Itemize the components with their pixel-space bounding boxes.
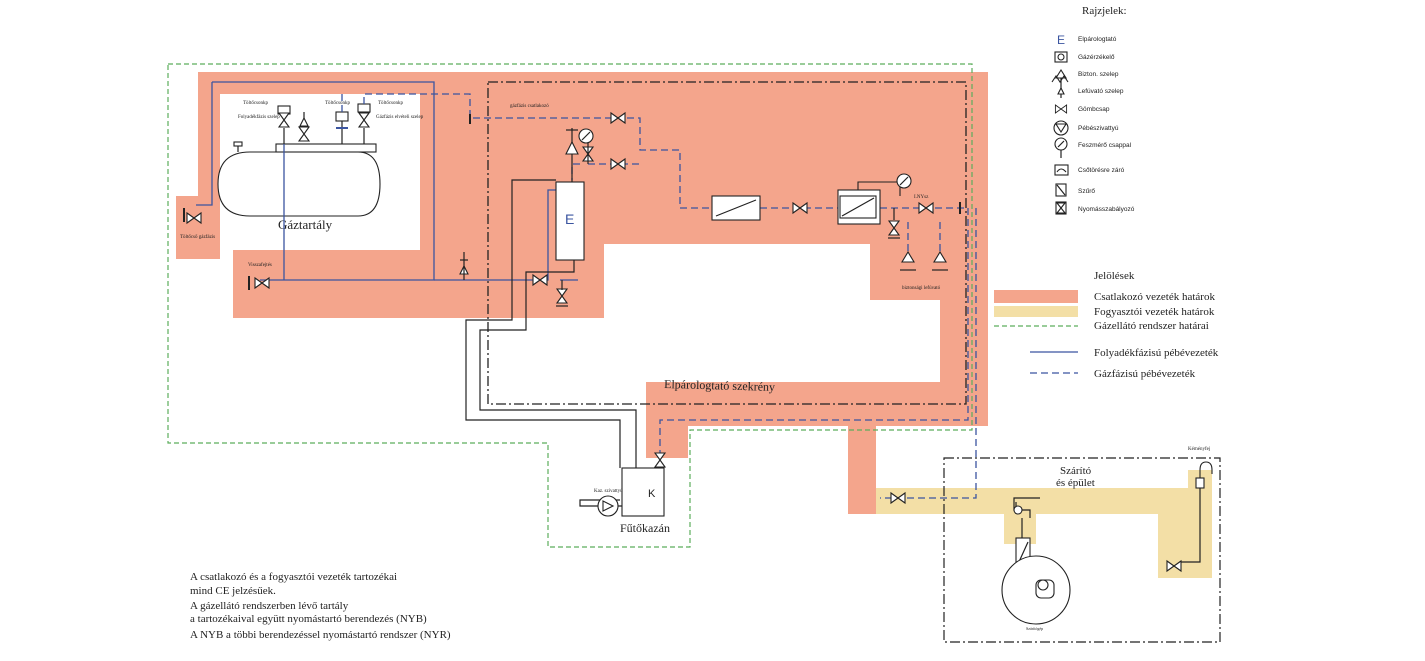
evaporator-cabinet bbox=[487, 81, 967, 405]
legend-gas-pipe: Gázfázisú pébévezeték bbox=[1094, 368, 1196, 380]
legend-system-boundary: Gázellátó rendszer határai bbox=[1094, 320, 1209, 332]
boiler-label: Fűtőkazán bbox=[620, 521, 670, 535]
symbol-legend: Rajzjelek: E Elpárologtató Gázérzékelő B… bbox=[1051, 5, 1135, 215]
regulator-label: I.NYsz bbox=[914, 195, 929, 200]
note-line-3: A gázellátó rendszerben lévő tartály bbox=[190, 600, 349, 612]
tank-valve-right-label: Töltőcsonkp bbox=[378, 101, 403, 106]
tank-valve-mid-label: Töltőcsonkp bbox=[325, 101, 350, 106]
legend-consumer-pipe: Fogyasztói vezeték határok bbox=[1094, 306, 1215, 318]
liquid-phase-pipes bbox=[196, 81, 578, 281]
legend-gas-detector: Gázérzékelő bbox=[1078, 54, 1115, 61]
pipe-break-valve-icon bbox=[1054, 164, 1069, 176]
liquid-valve-label: Folyadékfázis szelep bbox=[238, 115, 280, 120]
pressure-gauge-icon bbox=[1054, 137, 1068, 158]
burner-label: Szárítógép bbox=[1026, 626, 1043, 631]
filter-icon bbox=[1055, 183, 1067, 197]
consumer-pipe-swatch bbox=[994, 306, 1078, 317]
legend-evaporator: Elpárologtató bbox=[1078, 36, 1117, 43]
tank-valve-left-label: Töltőcsonkp bbox=[243, 101, 268, 106]
legend-filter: Szűrő bbox=[1078, 188, 1095, 195]
line-legend: Jelölések Csatlakozó vezeték határok Fog… bbox=[994, 270, 1219, 380]
legend-pipe-break-valve: Csőtörésre záró bbox=[1078, 167, 1125, 174]
evaporator: E bbox=[555, 181, 585, 261]
legend-pressure-regulator: Nyomásszabályozó bbox=[1078, 206, 1135, 213]
legend-ball-valve: Gömbcsap bbox=[1078, 106, 1110, 113]
tank-label: Gáztartály bbox=[278, 217, 333, 232]
connecting-pipe-swatch bbox=[994, 290, 1078, 303]
gas-valve-label: Gázfázis elvételi szelep bbox=[376, 115, 424, 120]
ball-valve-icon bbox=[1054, 104, 1068, 114]
line-legend-title: Jelölések bbox=[1094, 270, 1135, 282]
tank-fittings: Töltőcsonkp Töltőcsonkp Töltőcsonkp Foly… bbox=[238, 101, 424, 144]
pressure-regulator-icon bbox=[1055, 201, 1067, 215]
lpg-pump-icon bbox=[1053, 120, 1069, 136]
dryer-label-line1: Szárító bbox=[1060, 465, 1092, 477]
filler-label: Visszafejtés bbox=[248, 263, 272, 268]
pump-label: Kaz. szivattyú bbox=[594, 489, 623, 494]
note-line-1: A csatlakozó és a fogyasztói vezeték tar… bbox=[190, 571, 397, 583]
cabinet-devices: gázfázis csatlakozó I.NYsz biztonsági le… bbox=[459, 104, 961, 307]
evaporator-letter: E bbox=[565, 211, 574, 227]
blowoff-valve-icon bbox=[1057, 84, 1065, 98]
dryer-building: Szárító és épület Szárítógép Kéményfej bbox=[890, 447, 1221, 643]
legend-pressure-gauge: Feszmérő csappal bbox=[1078, 142, 1132, 149]
gas-supply-boundary bbox=[167, 63, 973, 548]
symbol-legend-title: Rajzjelek: bbox=[1082, 5, 1127, 17]
legend-lpg-pump: Pébészivattyú bbox=[1078, 125, 1119, 132]
note-line-4: a tartozékaival együtt nyomástartó beren… bbox=[190, 613, 427, 625]
evaporator-symbol-icon: E bbox=[1057, 33, 1065, 47]
cabinet-label: Elpárologtató szekrény bbox=[664, 377, 775, 394]
legend-liquid-pipe: Folyadékfázisú pébévezeték bbox=[1094, 347, 1219, 359]
safety-valve-icon bbox=[1051, 68, 1069, 84]
note-line-2: mind CE jelzésűek. bbox=[190, 585, 276, 597]
gas-detector-icon bbox=[1054, 51, 1068, 63]
chimney-label: Kéményfej bbox=[1188, 447, 1210, 452]
gas-tank: Gáztartály bbox=[217, 141, 381, 232]
left-connectors: Töltőcső gázfázis Visszafejtés bbox=[180, 208, 272, 290]
note-line-5: A NYB a többi berendezéssel nyomástartó … bbox=[190, 629, 451, 641]
boiler-letter: K bbox=[648, 488, 656, 500]
notes-block: A csatlakozó és a fogyasztói vezeték tar… bbox=[190, 571, 451, 641]
legend-safety-valve: Bizton. szelep bbox=[1078, 71, 1119, 78]
dryer-label-line2: és épület bbox=[1056, 477, 1095, 489]
safety-vent-label: biztonsági lefúvató bbox=[902, 286, 941, 291]
heating-pipes bbox=[465, 179, 1201, 563]
left-connector-label: Töltőcső gázfázis bbox=[180, 235, 215, 240]
boiler: K Kaz. szivattyú Fűtőkazán bbox=[594, 452, 670, 535]
legend-connecting-pipe: Csatlakozó vezeték határok bbox=[1094, 291, 1215, 303]
legend-blowoff-valve: Lefúvató szelep bbox=[1078, 88, 1124, 95]
gas-outlet-label: gázfázis csatlakozó bbox=[510, 104, 549, 109]
